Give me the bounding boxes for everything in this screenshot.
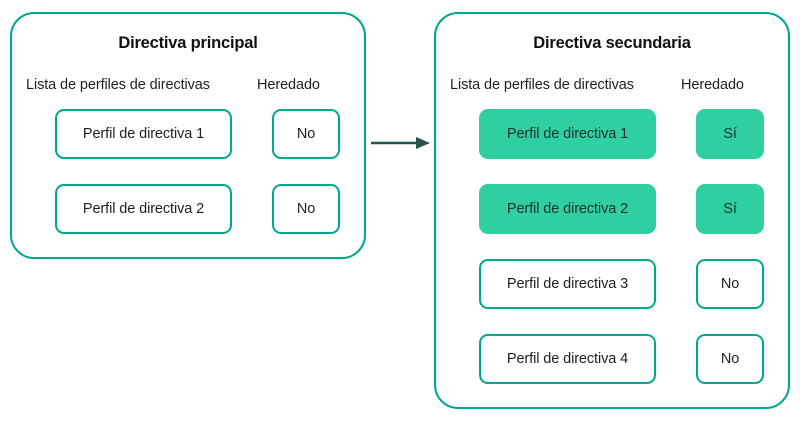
panel-secondary-column-headers: Lista de perfiles de directivas Heredado <box>436 77 788 99</box>
panel-secondary-rows: Perfil de directiva 1 Sí Perfil de direc… <box>436 109 788 386</box>
inherited-status-chip[interactable]: Sí <box>696 109 764 159</box>
table-row: Perfil de directiva 2 No <box>12 184 364 236</box>
inherited-status-chip[interactable]: No <box>696 334 764 384</box>
panel-secondary-policy: Directiva secundaria Lista de perfiles d… <box>434 12 790 409</box>
table-row: Perfil de directiva 4 No <box>436 334 788 386</box>
arrow-right-icon <box>371 137 430 149</box>
column-header-inherited: Heredado <box>257 77 320 93</box>
inherited-status-chip[interactable]: Sí <box>696 184 764 234</box>
table-row: Perfil de directiva 3 No <box>436 259 788 311</box>
column-header-inherited: Heredado <box>681 77 744 93</box>
policy-profile-chip[interactable]: Perfil de directiva 1 <box>55 109 232 159</box>
policy-profile-chip[interactable]: Perfil de directiva 2 <box>479 184 656 234</box>
column-header-profiles: Lista de perfiles de directivas <box>450 77 634 93</box>
policy-profile-chip[interactable]: Perfil de directiva 4 <box>479 334 656 384</box>
policy-profile-chip[interactable]: Perfil de directiva 3 <box>479 259 656 309</box>
table-row: Perfil de directiva 1 Sí <box>436 109 788 161</box>
inherited-status-chip[interactable]: No <box>272 109 340 159</box>
policy-profile-chip[interactable]: Perfil de directiva 2 <box>55 184 232 234</box>
inherited-status-chip[interactable]: No <box>272 184 340 234</box>
column-header-profiles: Lista de perfiles de directivas <box>26 77 210 93</box>
panel-primary-rows: Perfil de directiva 1 No Perfil de direc… <box>12 109 364 236</box>
table-row: Perfil de directiva 2 Sí <box>436 184 788 236</box>
policy-profile-chip[interactable]: Perfil de directiva 1 <box>479 109 656 159</box>
panel-primary-title: Directiva principal <box>118 34 258 52</box>
inherited-status-chip[interactable]: No <box>696 259 764 309</box>
inheritance-connector <box>370 132 432 154</box>
panel-primary-policy: Directiva principal Lista de perfiles de… <box>10 12 366 259</box>
panel-secondary-title: Directiva secundaria <box>533 34 691 52</box>
panel-primary-column-headers: Lista de perfiles de directivas Heredado <box>12 77 364 99</box>
table-row: Perfil de directiva 1 No <box>12 109 364 161</box>
